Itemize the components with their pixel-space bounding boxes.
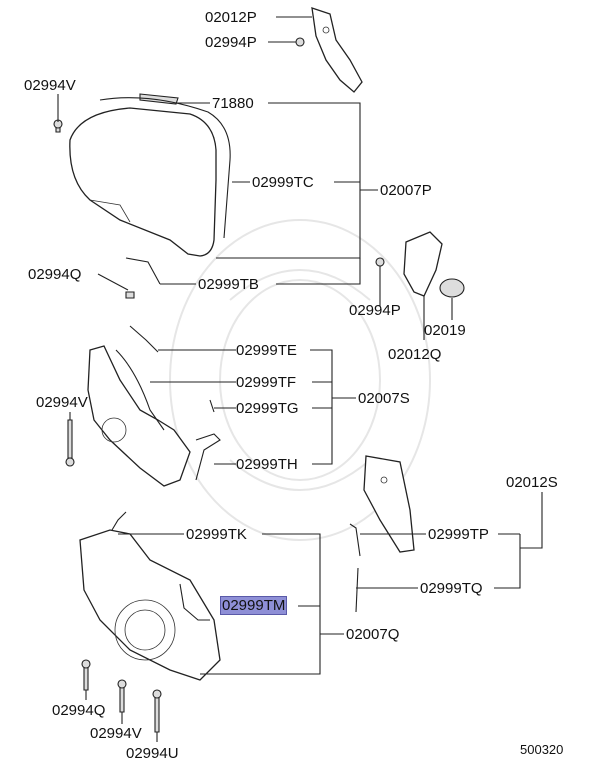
label-02994v-mid[interactable]: 02994V [36, 394, 88, 411]
label-02994p-top[interactable]: 02994P [205, 34, 257, 51]
label-02994v-top[interactable]: 02994V [24, 77, 76, 94]
label-02012s[interactable]: 02012S [506, 474, 558, 491]
bolt-02994p-top[interactable] [295, 37, 305, 47]
label-02999tq[interactable]: 02999TQ [420, 580, 483, 597]
label-02999te[interactable]: 02999TE [236, 342, 297, 359]
watermark-emblem [169, 219, 431, 541]
label-02007s[interactable]: 02007S [358, 390, 410, 407]
seal-02999tf[interactable] [115, 349, 165, 431]
seal-02999te[interactable] [129, 325, 159, 353]
label-02999tm-highlighted[interactable]: 02999TM [219, 596, 288, 615]
plate-02012s[interactable] [363, 455, 415, 553]
seal-02999tc[interactable] [99, 97, 231, 239]
diagram-code: 500320 [520, 742, 564, 757]
bolt-02994v-mid[interactable] [65, 419, 75, 467]
bolt-02994v-bot[interactable] [117, 679, 127, 713]
seal-02999tq[interactable] [355, 567, 359, 613]
bolt-02994q-bot[interactable] [81, 659, 91, 691]
seal-02999tm[interactable] [179, 583, 210, 621]
bolt-02994q-top[interactable] [125, 291, 135, 299]
label-02999tc[interactable]: 02999TC [252, 174, 314, 191]
label-71880[interactable]: 71880 [212, 95, 254, 112]
bolt-02994p-mid[interactable] [375, 257, 385, 267]
label-02994q-top[interactable]: 02994Q [28, 266, 82, 283]
label-02007p[interactable]: 02007P [380, 182, 432, 199]
cap-02019[interactable] [439, 278, 465, 298]
label-02994u[interactable]: 02994U [126, 745, 179, 762]
seal-02999tb[interactable] [125, 257, 161, 285]
label-02999th[interactable]: 02999TH [236, 456, 298, 473]
seal-02999th[interactable] [195, 433, 221, 481]
seal-02999tk[interactable] [111, 511, 127, 531]
label-02012p[interactable]: 02012P [205, 9, 257, 26]
label-02994v-bot[interactable]: 02994V [90, 725, 142, 742]
seal-02999tp[interactable] [349, 523, 361, 557]
label-02012q[interactable]: 02012Q [388, 346, 442, 363]
inner-cover-middle[interactable] [87, 345, 191, 487]
bracket-02012p[interactable] [311, 7, 363, 93]
label-02007q[interactable]: 02007Q [346, 626, 400, 643]
lower-timing-cover[interactable] [79, 529, 221, 681]
bolt-02994u[interactable] [152, 689, 162, 733]
label-02999tf[interactable]: 02999TF [236, 374, 297, 391]
clip-02999tg[interactable] [209, 399, 215, 413]
bolt-02994v-top[interactable] [53, 119, 63, 133]
label-02999tb[interactable]: 02999TB [198, 276, 259, 293]
label-02999tp[interactable]: 02999TP [428, 526, 489, 543]
label-02999tg[interactable]: 02999TG [236, 400, 299, 417]
label-02994q-bot[interactable]: 02994Q [52, 702, 106, 719]
label-02019[interactable]: 02019 [424, 322, 466, 339]
label-02994p-mid[interactable]: 02994P [349, 302, 401, 319]
leader-lines [57, 16, 543, 742]
bracket-02012q[interactable] [403, 231, 443, 297]
upper-timing-cover[interactable] [69, 107, 217, 257]
label-02999tk[interactable]: 02999TK [186, 526, 247, 543]
